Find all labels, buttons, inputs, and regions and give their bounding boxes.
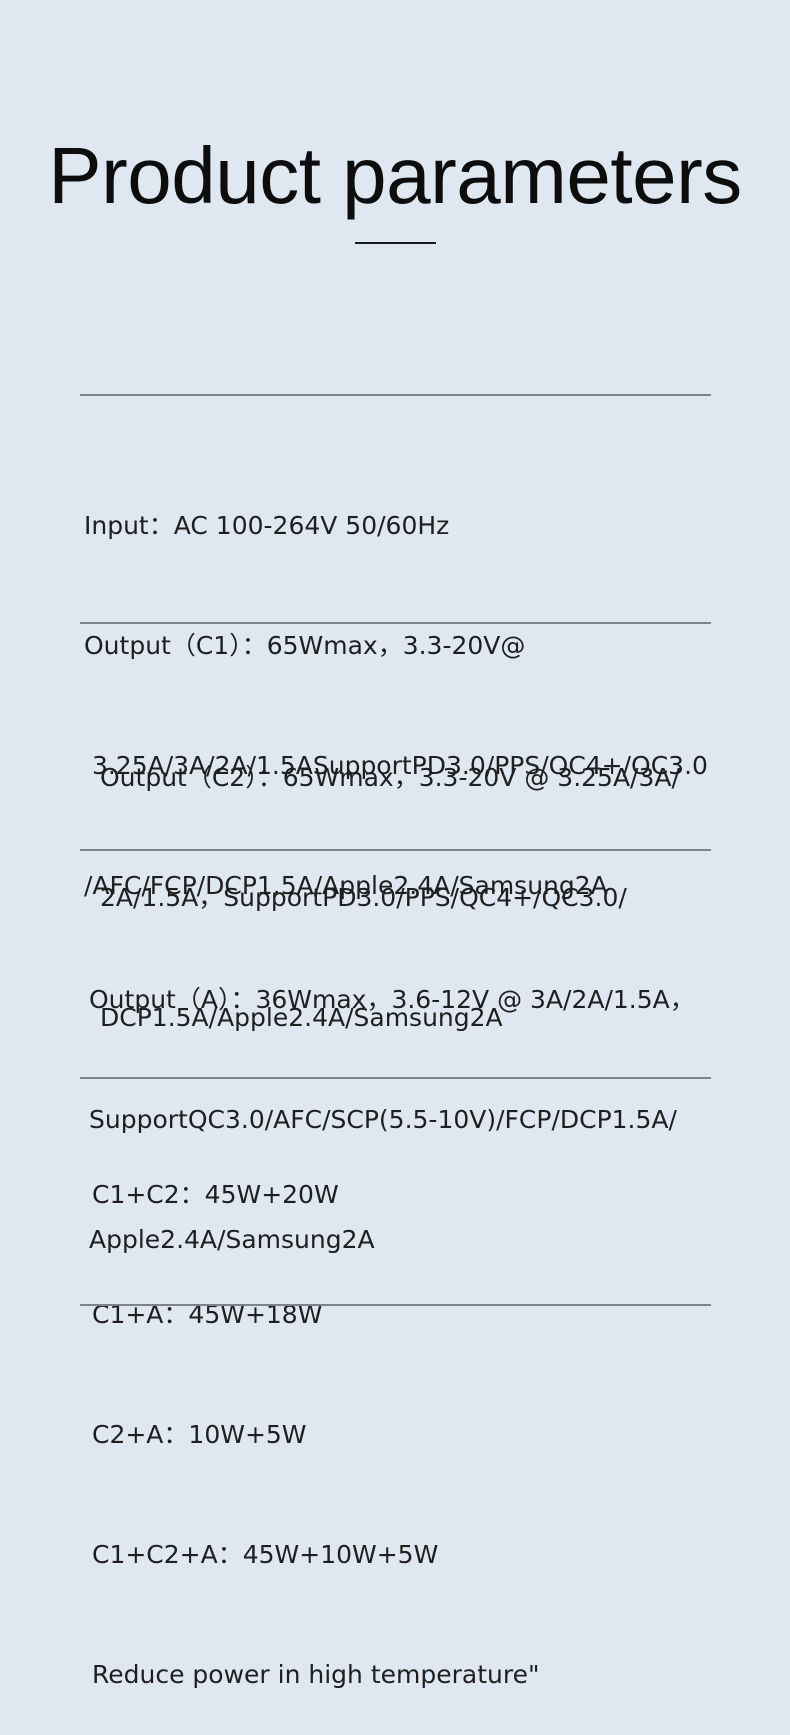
spec-line: C1+C2+A：45W+10W+5W: [92, 1540, 439, 1569]
spec-line: Output（A）：36Wmax，3.6-12V @ 3A/2A/1.5A，: [89, 985, 695, 1014]
spec-line: Input：AC 100-264V 50/60Hz: [84, 511, 450, 540]
page-title: Product parameters: [48, 131, 742, 220]
spec-line: Output（C2）：65Wmax，3.3-20V @ 3.25A/3A/: [100, 763, 680, 792]
section-input-c1: Input：AC 100-264V 50/60Hz Output（C1）：65W…: [84, 426, 708, 946]
spec-line: C1+A：45W+18W: [92, 1300, 323, 1329]
spec-line: DCP1.5A/Apple2.4A/Samsung2A: [100, 1003, 503, 1032]
spec-line: Apple2.4A/Samsung2A: [89, 1225, 375, 1254]
spec-line: C1+C2：45W+20W: [92, 1180, 339, 1209]
spec-line: 2A/1.5A，SupportPD3.0/PPS/QC4+/QC3.0/: [100, 883, 627, 912]
divider-1: [80, 394, 711, 396]
spec-line: /AFC/FCP/DCP1.5A/Apple2.4A/Samsung2A: [84, 871, 608, 900]
section-c2: Output（C2）：65Wmax，3.3-20V @ 3.25A/3A/ 2A…: [100, 678, 680, 1078]
divider-5: [80, 1304, 711, 1306]
section-a: Output（A）：36Wmax，3.6-12V @ 3A/2A/1.5A， S…: [89, 900, 695, 1300]
divider-4: [80, 1077, 711, 1079]
spec-line: C2+A：10W+5W: [92, 1420, 307, 1449]
divider-3: [80, 849, 711, 851]
spec-line: Reduce power in high temperature": [92, 1660, 540, 1689]
spec-line: 3.25A/3A/2A/1.5ASupportPD3.0/PPS/QC4+/QC…: [84, 751, 708, 780]
title-underline: [355, 242, 436, 244]
spec-line: SupportQC3.0/AFC/SCP(5.5-10V)/FCP/DCP1.5…: [89, 1105, 677, 1134]
spec-line: Output（C1）：65Wmax，3.3-20V@: [84, 631, 526, 660]
section-combined-output: C1+C2：45W+20W C1+A：45W+18W C2+A：10W+5W C…: [92, 1095, 539, 1735]
divider-2: [80, 622, 711, 624]
